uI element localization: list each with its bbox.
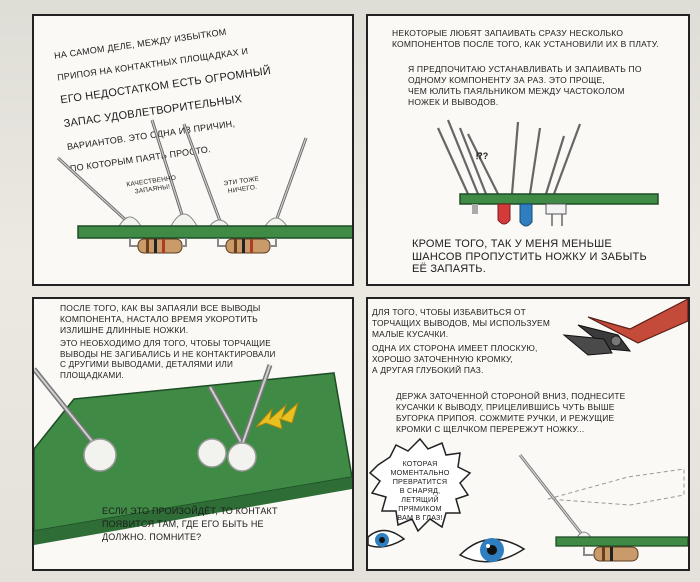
comic-panel-3: после того, как вы запаяли все выводы ко…	[32, 297, 354, 571]
panel4-caption-bottom: держа заточенной стороной вниз, поднесит…	[396, 391, 626, 434]
confused-mark: ⁉?	[476, 151, 489, 161]
panel4-caption-mid: одна их сторона имеет плоскую, хорошо за…	[372, 343, 538, 375]
panel4-caption-top: для того, чтобы избавиться от торчащих в…	[372, 307, 551, 339]
panel3-illustration	[34, 364, 352, 545]
comic-panel-4: для того, чтобы избавиться от торчащих в…	[366, 297, 690, 571]
panel3-caption-mid: это необходимо для того, чтобы торчащие …	[60, 339, 276, 380]
burst-text: которая моментально превратится в снаряд…	[390, 459, 450, 522]
panel2-caption-mid: я предпочитаю устанавливать и запаивать …	[408, 64, 642, 107]
panel2-illustration	[436, 119, 659, 227]
panel3-caption-top: после того, как вы запаяли все выводы ко…	[60, 303, 261, 335]
panel2-caption-bottom: кроме того, так у меня меньше шансов про…	[412, 238, 647, 275]
panel3-caption-bottom: если это произойдёт, то контакт появится…	[102, 506, 278, 542]
comic-panel-2: некоторые любят запаивать сразу нескольк…	[366, 14, 690, 286]
panel1-illustration	[56, 119, 352, 254]
panel2-caption-top: некоторые любят запаивать сразу нескольк…	[392, 28, 659, 49]
panel4-illustration	[368, 299, 688, 563]
comic-panel-1: на самом деле, между избытком припоя на …	[32, 14, 354, 286]
